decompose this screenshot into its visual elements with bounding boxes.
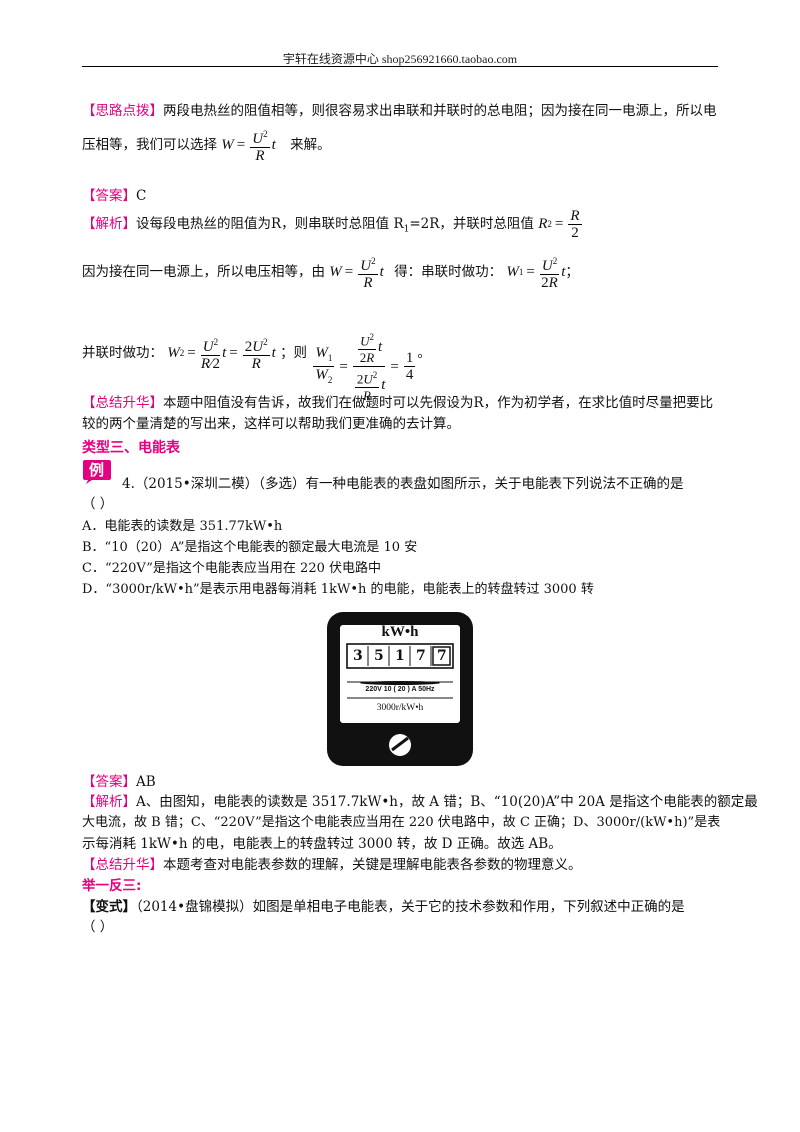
hint-text-3: 来解。 [290,137,331,153]
meter-digit-2: 5 [374,648,384,664]
analysis-1-text-3: 因为接在同一电源上，所以电压相等，由 [82,264,325,280]
option-c: C．“220V”是指这个电能表应当用在 220 伏电路中 [82,561,381,576]
meter-digit-3: 1 [395,648,405,664]
option-d: D．“3000r/kW•h”是表示用电器每消耗 1kW•h 的电能，电能表上的转… [82,582,594,597]
analysis-1-text-6: ；则 [280,345,308,361]
analysis-1-tag: 【解析】 [82,216,136,232]
page-header: 宇轩在线资源中心 shop256921660.taobao.com [282,52,518,66]
example-badge-icon [83,460,111,484]
example-badge: 例 [82,458,112,484]
variant-line-2: （ ） [82,919,114,935]
answer-1-tag: 【答案】 [82,188,136,204]
analysis-2-line-1: 【解析】A、由图知，电能表的读数是 3517.7kW•h，故 A 错；B、“10… [82,792,758,812]
summary-1-tag: 【总结升华】 [82,395,163,411]
analysis-1-text-2: =2R，并联时总阻值 [409,216,534,232]
option-a: A．电能表的读数是 351.77kW•h [82,519,283,534]
analysis-2-text-1: A、由图知，电能表的读数是 3517.7kW•h，故 A 错；B、“10(20)… [136,794,758,810]
analysis-1-text-4: 得：串联时做功： [394,264,503,280]
section-title: 类型三、电能表 [82,440,180,456]
analysis-1-text-7: 。 [417,345,431,361]
meter-digit-1: 3 [353,648,363,664]
answer-2: 【答案】AB [82,772,156,792]
analysis-1-text-5: 并联时做功： [82,345,163,361]
summary-1-text-1: 本题中阻值没有告诉，故我们在做题时可以先假设为R，作为初学者，在求比值时尽量把要… [163,395,714,411]
question-stem-2: （ ） [82,496,114,512]
answer-1-value: C [136,188,147,204]
meter-digit-5: 7 [437,648,447,664]
electricity-meter-drawing [327,612,473,766]
hint-tag: 【思路点拨】 [82,103,163,119]
electricity-meter-figure: kW•h 3 5 1 7 7 220V 10 ( 20 ) A 50Hz 300… [325,610,475,768]
variant-tag: 【变式】 [82,899,136,915]
answer-1: 【答案】C [82,186,146,206]
variant-line-1: 【变式】（2014•盘锦模拟）如图是单相电子电能表，关于它的技术参数和作用，下列… [82,897,685,917]
analysis-2-line-2: 大电流，故 B 错；C、“220V”是指这个电能表应当用在 220 伏电路中，故… [82,815,721,830]
option-b: B．“10（20）A”是指这个电能表的额定最大电流是 10 安 [82,540,418,555]
meter-digit-4: 7 [416,648,426,664]
summary-2-tag: 【总结升华】 [82,857,163,873]
hint-text-2: 压相等，我们可以选择 [82,137,217,153]
meter-rate: 3000r/kW•h [376,703,424,713]
analysis-1-text-1: 设每段电热丝的阻值为R，则串联时总阻值 R [136,216,404,232]
answer-2-tag: 【答案】 [82,774,136,790]
question-stem-1: 4.（2015•深圳二模）（多选）有一种电能表的表盘如图所示，关于电能表下列说法… [122,476,684,492]
summary-2: 【总结升华】本题考查对电能表参数的理解，关键是理解电能表各参数的物理意义。 [82,855,582,875]
variant-text-1: （2014•盘锦模拟）如图是单相电子电能表，关于它的技术参数和作用，下列叙述中正… [136,899,685,915]
practice-title: 举一反三: [82,878,142,894]
meter-unit: kW•h [381,624,419,640]
analysis-2-tag: 【解析】 [82,794,136,810]
example-badge-label: 例 [89,461,105,479]
answer-2-value: AB [136,774,156,790]
header-rule [82,66,718,67]
summary-1-line-2: 较的两个量清楚的写出来，这样可以帮助我们更准确的去计算。 [82,416,460,432]
meter-spec: 220V 10 ( 20 ) A 50Hz [365,686,435,693]
summary-2-text: 本题考查对电能表参数的理解，关键是理解电能表各参数的物理意义。 [163,857,582,873]
hint-line-1: 【思路点拨】两段电热丝的阻值相等，则很容易求出串联和并联时的总电阻；因为接在同一… [82,101,717,121]
summary-1-line-1: 【总结升华】本题中阻值没有告诉，故我们在做题时可以先假设为R，作为初学者，在求比… [82,393,713,413]
analysis-2-line-3: 示每消耗 1kW•h 的电，电能表上的转盘转过 3000 转，故 D 正确。故选… [82,836,562,852]
hint-text-1: 两段电热丝的阻值相等，则很容易求出串联和并联时的总电阻；因为接在同一电源上，所以… [163,103,717,119]
